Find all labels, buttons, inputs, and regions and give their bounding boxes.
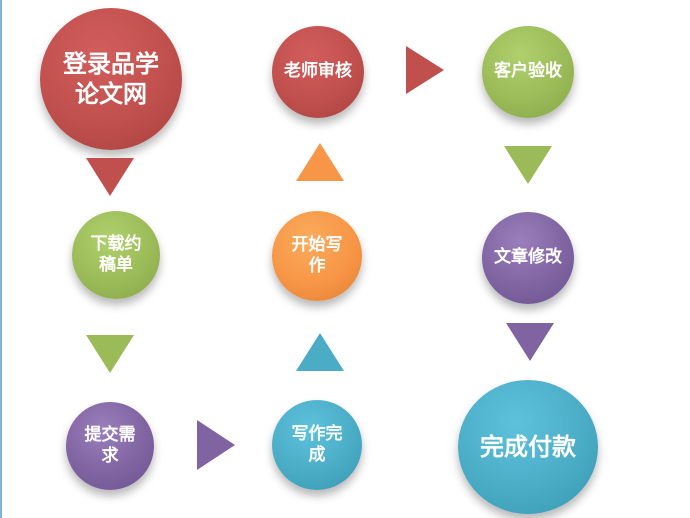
- node-revise-label: 文章修改: [494, 247, 562, 268]
- node-login: 登录品学论文网: [40, 8, 182, 150]
- arrow-down-icon: [504, 146, 552, 184]
- node-start-label: 开始写作: [291, 234, 343, 276]
- arrow-up-icon: [296, 143, 344, 181]
- left-border-line: [0, 0, 2, 518]
- node-accept-label: 客户验收: [494, 61, 562, 82]
- node-payment-label: 完成付款: [480, 433, 576, 461]
- node-download-label: 下载约稿单: [90, 233, 142, 275]
- node-accept: 客户验收: [482, 26, 574, 118]
- node-download: 下载约稿单: [72, 211, 160, 299]
- arrow-start-to-review: [296, 143, 344, 181]
- node-review: 老师审核: [272, 26, 364, 118]
- arrow-accept-to-revise: [504, 146, 552, 184]
- node-complete-label: 写作完成: [291, 423, 343, 465]
- node-start: 开始写作: [272, 211, 362, 301]
- arrow-right-icon: [406, 46, 444, 94]
- node-payment: 完成付款: [458, 380, 598, 514]
- arrow-down-icon: [86, 335, 134, 373]
- arrow-complete-to-start: [296, 333, 344, 371]
- arrow-submit-to-complete: [197, 420, 235, 470]
- arrow-down-icon: [86, 158, 134, 196]
- node-login-label: 登录品学论文网: [63, 50, 159, 108]
- arrow-review-to-accept: [406, 46, 444, 94]
- node-revise: 文章修改: [482, 212, 574, 304]
- node-review-label: 老师审核: [284, 61, 352, 82]
- arrow-down-icon: [506, 323, 554, 361]
- arrow-download-to-submit: [86, 335, 134, 373]
- arrow-revise-to-payment: [506, 323, 554, 361]
- node-submit: 提交需求: [66, 402, 154, 490]
- node-complete: 写作完成: [272, 400, 362, 490]
- arrow-right-icon: [197, 420, 235, 470]
- node-submit-label: 提交需求: [84, 424, 136, 466]
- arrow-login-to-download: [86, 158, 134, 196]
- arrow-up-icon: [296, 333, 344, 371]
